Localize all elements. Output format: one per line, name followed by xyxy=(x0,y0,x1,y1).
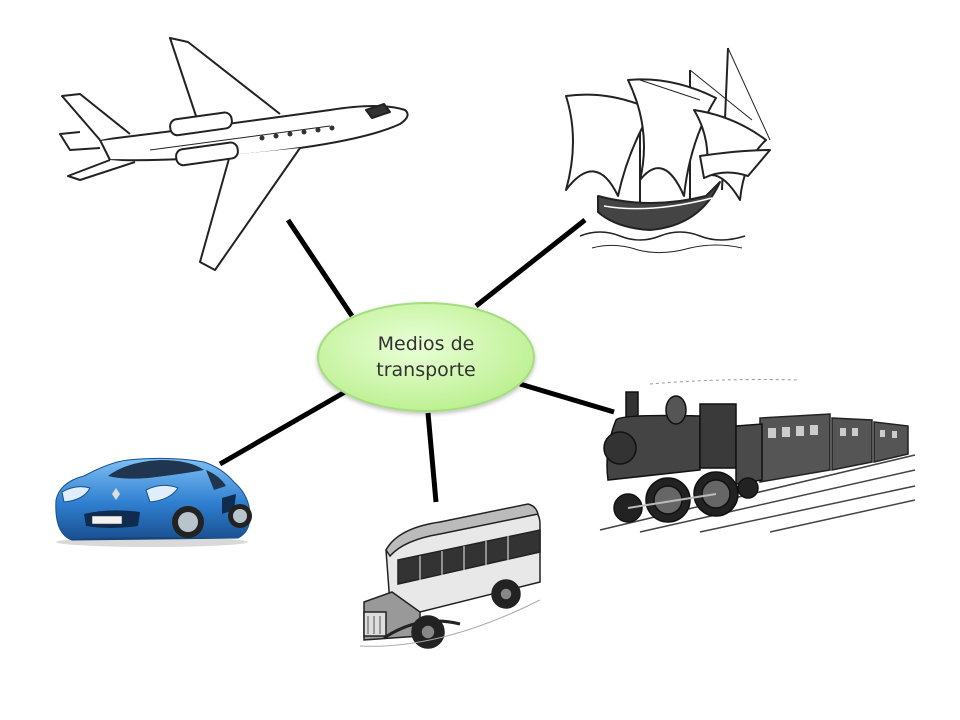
connector-bus xyxy=(425,412,439,503)
connector-airplane xyxy=(285,218,355,318)
vintage-bus-icon xyxy=(359,503,541,649)
connector-ship xyxy=(474,218,587,308)
connector-car xyxy=(218,389,347,467)
steam-train-icon xyxy=(599,379,916,533)
connectors xyxy=(218,218,615,503)
airplane-icon xyxy=(59,37,409,271)
center-node xyxy=(317,302,535,412)
sports-car-icon xyxy=(55,457,252,547)
connector-train xyxy=(519,381,615,415)
sailing-ship-icon xyxy=(565,47,771,254)
